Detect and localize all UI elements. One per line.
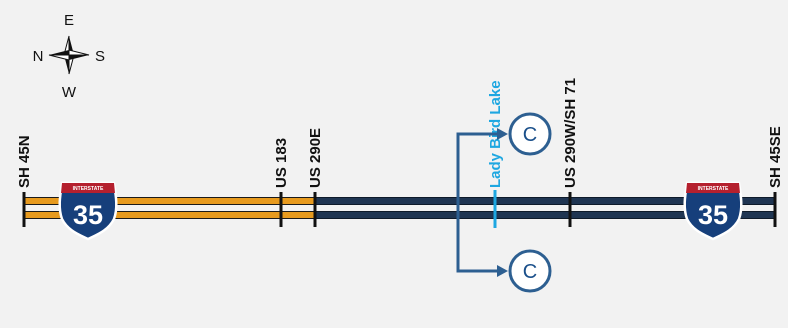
- compass-west-label: W: [62, 84, 77, 101]
- connector-upper-letter: C: [523, 124, 537, 146]
- shield-right-top-text: INTERSTATE: [698, 186, 729, 192]
- compass-south-label: S: [95, 48, 105, 65]
- connector-bracket: [456, 128, 508, 277]
- connector-path: [456, 132, 503, 273]
- shield-left-number: 35: [73, 200, 103, 230]
- connector-badge-lower: C: [508, 249, 552, 293]
- label-sh45se: SH 45SE: [767, 126, 784, 188]
- connector-badge-upper: C: [508, 112, 552, 156]
- arrow-up-right-icon: [497, 128, 508, 140]
- compass-star-icon: [48, 35, 90, 75]
- shield-right-number: 35: [698, 200, 728, 230]
- compass-rose: E N S W: [33, 12, 105, 101]
- interstate-shield-left: INTERSTATE 35: [58, 181, 118, 241]
- label-sh45n: SH 45N: [16, 135, 33, 188]
- interchange-labels: SH 45N US 183 US 290E US 290W/SH 71 SH 4…: [16, 78, 784, 188]
- label-us183: US 183: [273, 138, 290, 188]
- compass-north-label: N: [33, 48, 44, 65]
- interchange-ticks: [22, 190, 777, 228]
- label-us290w-sh71: US 290W/SH 71: [562, 78, 579, 188]
- interstate-shield-right: INTERSTATE 35: [683, 181, 743, 241]
- label-us290e: US 290E: [307, 128, 324, 188]
- compass-east-label: E: [64, 12, 74, 29]
- arrow-down-right-icon: [497, 265, 508, 277]
- connector-lower-letter: C: [523, 261, 537, 283]
- shield-left-top-text: INTERSTATE: [73, 186, 104, 192]
